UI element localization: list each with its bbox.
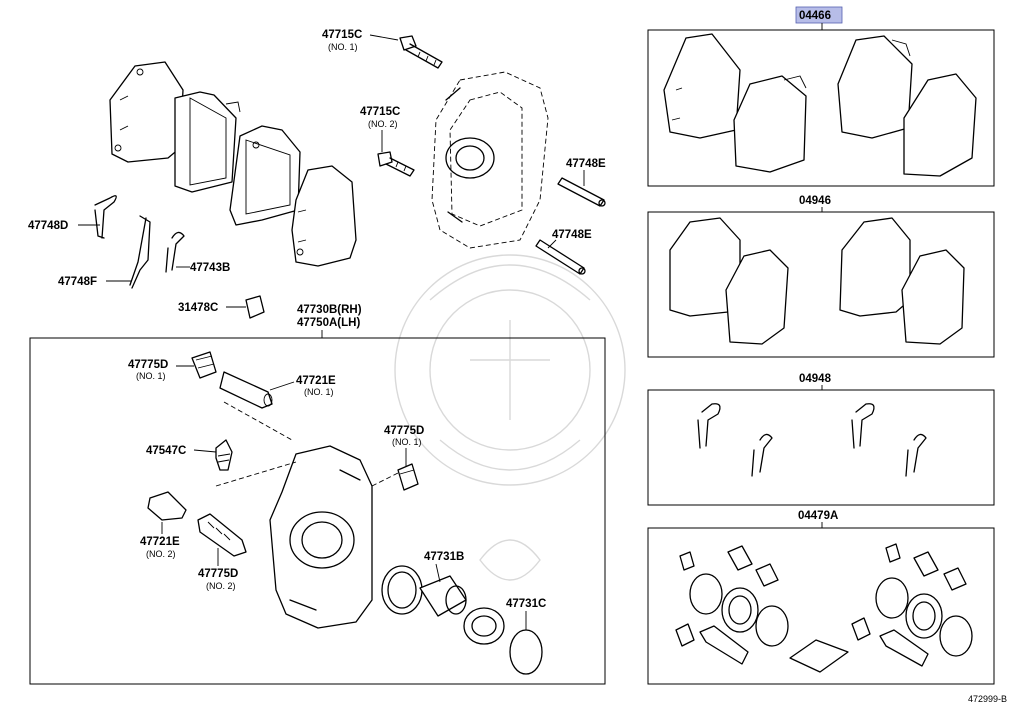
label-31478C: 31478C: [178, 302, 246, 314]
label-47775D-no2: 47775D (NO. 2): [198, 548, 238, 591]
svg-text:47748D: 47748D: [28, 220, 68, 232]
brake-pad-left-b[interactable]: [229, 125, 301, 226]
kit-04479A-seals: [675, 543, 973, 673]
brake-pad-left-a[interactable]: [174, 91, 241, 193]
svg-text:47731C: 47731C: [506, 598, 546, 610]
slide-pin-47721E-no1[interactable]: [219, 371, 273, 409]
svg-text:04479A: 04479A: [798, 510, 838, 522]
pad-spring-47743B[interactable]: [165, 231, 185, 273]
kit-04479A-box[interactable]: [647, 527, 995, 685]
svg-text:04466: 04466: [799, 10, 831, 22]
kit-04479A-label[interactable]: 04479A: [798, 510, 838, 528]
label-47775D-no1-right: 47775D (NO. 1): [384, 425, 424, 466]
svg-text:47721E: 47721E: [296, 375, 336, 387]
kit-04466-label[interactable]: 04466: [795, 6, 843, 30]
caliper-mounting-bracket[interactable]: [431, 71, 549, 249]
svg-text:47721E: 47721E: [140, 536, 180, 548]
dust-boot-47775D-no2[interactable]: [197, 513, 247, 557]
svg-text:47743B: 47743B: [190, 262, 230, 274]
svg-text:47547C: 47547C: [146, 445, 186, 457]
svg-text:47730B(RH): 47730B(RH): [297, 304, 362, 316]
label-47721E-no2: 47721E (NO. 2): [140, 522, 180, 559]
svg-text:47775D: 47775D: [128, 359, 168, 371]
dust-boot-47775D-no1-right[interactable]: [397, 463, 419, 491]
diagram-code: 472999-B: [968, 694, 1007, 704]
svg-text:(NO. 2): (NO. 2): [206, 581, 236, 591]
label-47547C: 47547C: [146, 445, 217, 457]
svg-text:47748E: 47748E: [552, 229, 592, 241]
pad-shim-outer-right[interactable]: [291, 165, 357, 267]
svg-text:(NO. 1): (NO. 1): [136, 371, 166, 381]
piston-seal-47731B[interactable]: [381, 565, 423, 615]
svg-text:47715C: 47715C: [360, 106, 400, 118]
label-47721E-no1: 47721E (NO. 1): [269, 375, 336, 397]
anti-rattle-spring-47748F[interactable]: [129, 215, 151, 289]
svg-text:47775D: 47775D: [198, 568, 238, 580]
kit-04946-shims: [669, 217, 965, 345]
svg-text:(NO. 1): (NO. 1): [392, 437, 422, 447]
slide-pin-47721E-no2[interactable]: [147, 491, 187, 521]
label-47731B: 47731B: [424, 551, 464, 583]
svg-text:04948: 04948: [799, 373, 832, 385]
dust-boot-47775D-no1-left[interactable]: [191, 351, 217, 379]
bleeder-screw-47547C[interactable]: [215, 439, 233, 471]
svg-text:47750A(LH): 47750A(LH): [297, 317, 360, 329]
label-47715C-no1: 47715C (NO. 1): [322, 29, 399, 52]
label-47731C: 47731C: [506, 598, 546, 630]
svg-text:47775D: 47775D: [384, 425, 424, 437]
kit-04946-label[interactable]: 04946: [799, 195, 831, 212]
svg-text:47748F: 47748F: [58, 276, 97, 288]
pad-spring-47748D[interactable]: [94, 195, 117, 239]
svg-text:47731B: 47731B: [424, 551, 464, 563]
kit-04466-box[interactable]: [647, 29, 995, 187]
svg-text:47748E: 47748E: [566, 158, 606, 170]
pad-shim-outer-left[interactable]: [109, 61, 184, 163]
retaining-ring-47731C[interactable]: [509, 629, 543, 675]
piston[interactable]: [419, 575, 467, 617]
caliper-bolt-47715C-no2[interactable]: [377, 151, 415, 177]
kit-04948-box[interactable]: [647, 389, 995, 506]
caliper-assembly-box: [29, 337, 606, 685]
watermark-emblem: [394, 254, 626, 581]
label-47715C-no2: 47715C (NO. 2): [360, 106, 400, 152]
kit-04948-label[interactable]: 04948: [799, 373, 832, 390]
label-47748E-upper: 47748E: [566, 158, 606, 186]
label-47748E-lower: 47748E: [547, 229, 592, 249]
label-47748F: 47748F: [58, 276, 132, 288]
svg-text:(NO. 2): (NO. 2): [368, 119, 398, 129]
kit-04466-pads: [663, 33, 977, 177]
label-47743B: 47743B: [176, 262, 230, 274]
guide-pin-47748E-lower[interactable]: [535, 239, 586, 275]
cap-31478C[interactable]: [245, 295, 265, 319]
svg-text:(NO. 2): (NO. 2): [146, 549, 176, 559]
guide-pin-47748E-upper[interactable]: [557, 177, 606, 207]
svg-text:31478C: 31478C: [178, 302, 218, 314]
svg-text:(NO. 1): (NO. 1): [304, 387, 334, 397]
kit-04946-box[interactable]: [647, 211, 995, 358]
caliper-body[interactable]: [215, 401, 401, 629]
svg-text:(NO. 1): (NO. 1): [328, 42, 358, 52]
dust-boot-piston[interactable]: [463, 607, 505, 645]
label-47775D-no1-left: 47775D (NO. 1): [128, 359, 194, 381]
label-caliper-assembly: 47730B(RH) 47750A(LH): [297, 304, 362, 338]
kit-04948-springs: [697, 403, 927, 477]
svg-text:47715C: 47715C: [322, 29, 362, 41]
svg-text:04946: 04946: [799, 195, 831, 207]
label-47748D: 47748D: [28, 220, 100, 232]
caliper-bolt-47715C-no1[interactable]: [399, 35, 443, 69]
